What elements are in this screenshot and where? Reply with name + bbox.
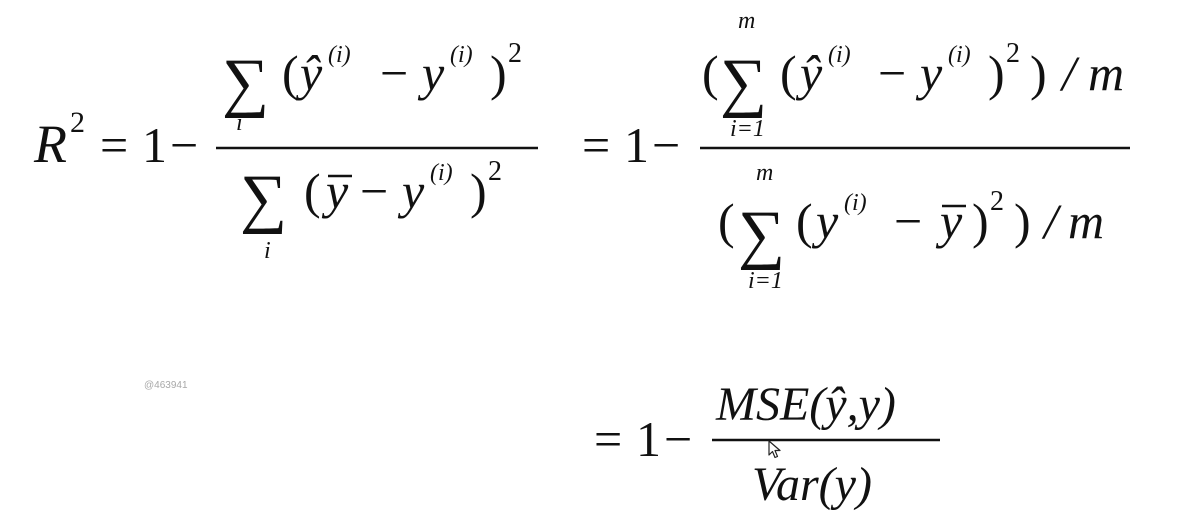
sum-symbol: ∑	[222, 46, 269, 119]
equals-sign-1: =	[100, 117, 128, 173]
y-symbol: y	[417, 45, 445, 101]
open-paren: (	[796, 193, 813, 249]
denominator-2: ( m ∑ i=1 ( y (i) − y ) 2 ) / m	[718, 160, 1104, 294]
sum-symbol: ∑	[240, 162, 287, 235]
superscript-i: (i)	[844, 190, 867, 216]
minus-sign: −	[878, 45, 906, 101]
sum-upper-m: m	[738, 8, 755, 34]
close-paren: )	[470, 163, 487, 219]
close-paren: )	[490, 45, 507, 101]
sum-symbol: ∑	[720, 46, 767, 119]
open-paren: (	[282, 45, 299, 101]
square-exponent: 2	[508, 38, 522, 69]
minus-sign-2: −	[652, 117, 680, 173]
divide-slash: /	[1041, 193, 1062, 249]
numerator-2: ( m ∑ i=1 ( ŷ (i) − y (i) ) 2 ) / m	[702, 8, 1124, 142]
m-symbol: m	[1088, 45, 1124, 101]
sum-symbol: ∑	[738, 198, 785, 271]
y-bar: y	[935, 193, 963, 249]
minus-sign-1: −	[170, 117, 198, 173]
minus-sign-3: −	[664, 411, 692, 467]
superscript-i: (i)	[828, 42, 851, 68]
superscript-i: (i)	[450, 42, 473, 68]
minus-sign: −	[360, 163, 388, 219]
minus-sign: −	[380, 45, 408, 101]
r-exponent: 2	[70, 106, 85, 139]
formula-line-2: = 1 − ( m ∑ i=1 ( ŷ (i) − y (i) ) 2 ) / …	[582, 8, 1130, 294]
mouse-pointer-icon	[768, 440, 781, 459]
square-exponent: 2	[1006, 38, 1020, 69]
divide-slash: /	[1059, 45, 1080, 101]
y-symbol: y	[811, 193, 839, 249]
equals-sign-3: =	[594, 411, 622, 467]
close-paren: )	[988, 45, 1005, 101]
outer-close-paren: )	[1030, 45, 1047, 101]
one-2: 1	[624, 117, 649, 173]
outer-open-paren: (	[718, 193, 735, 249]
var-denominator: Var(y)	[752, 458, 872, 511]
r-symbol: R	[33, 114, 67, 174]
outer-open-paren: (	[702, 45, 719, 101]
y-hat: ŷ	[795, 45, 823, 101]
y-symbol: y	[397, 163, 425, 219]
m-symbol: m	[1068, 193, 1104, 249]
sum-index: i	[264, 238, 271, 264]
one-3: 1	[636, 411, 661, 467]
formula-line-3: = 1 − MSE(ŷ,y) Var(y)	[594, 378, 940, 511]
open-paren: (	[780, 45, 797, 101]
superscript-i: (i)	[328, 42, 351, 68]
denominator-1: ∑ i ( y − y (i) ) 2	[240, 156, 502, 264]
square-exponent: 2	[990, 186, 1004, 217]
open-paren: (	[304, 163, 321, 219]
watermark-text: @463941	[144, 380, 188, 391]
minus-sign: −	[894, 193, 922, 249]
formula-line-1: R 2 = 1 − ∑ i ( ŷ (i) − y (i) ) 2 ∑ i ( …	[33, 38, 538, 264]
sum-lower-index: i=1	[748, 268, 783, 294]
outer-close-paren: )	[1014, 193, 1031, 249]
numerator-1: ∑ i ( ŷ (i) − y (i) ) 2	[222, 38, 522, 136]
close-paren: )	[972, 193, 989, 249]
mse-numerator: MSE(ŷ,y)	[715, 378, 896, 431]
sum-index: i	[236, 110, 243, 136]
square-exponent: 2	[488, 156, 502, 187]
y-symbol: y	[915, 45, 943, 101]
superscript-i: (i)	[430, 160, 453, 186]
y-bar: y	[321, 163, 349, 219]
equals-sign-2: =	[582, 117, 610, 173]
sum-lower-index: i=1	[730, 116, 765, 142]
y-hat: ŷ	[295, 45, 323, 101]
superscript-i: (i)	[948, 42, 971, 68]
sum-upper-m: m	[756, 160, 773, 186]
one-1: 1	[142, 117, 167, 173]
